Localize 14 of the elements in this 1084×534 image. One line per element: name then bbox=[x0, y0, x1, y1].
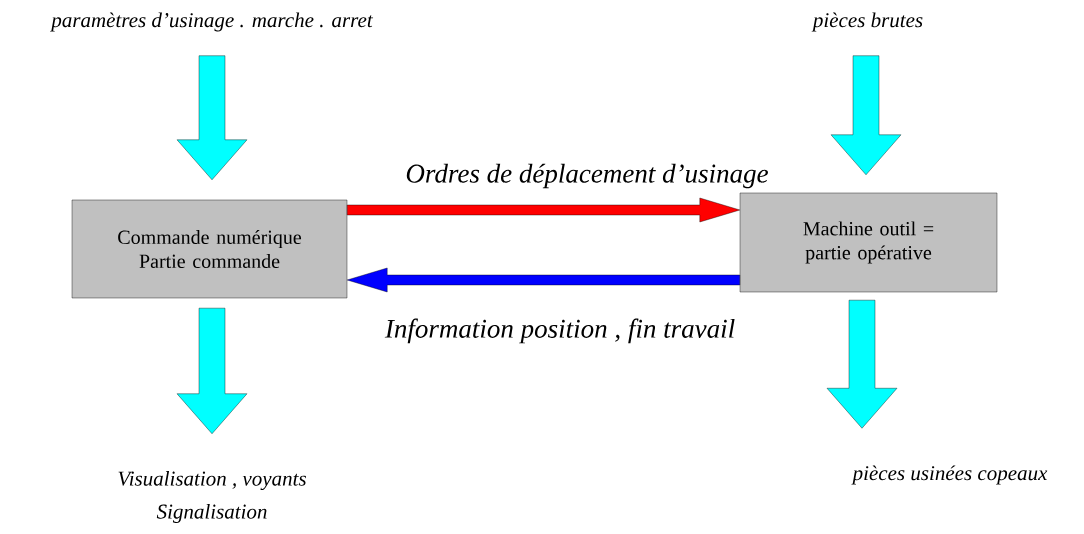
arrow bbox=[176, 308, 248, 434]
edge-label: Information position , fin travail bbox=[384, 318, 735, 344]
flow-label: paramètres d’usinage . marche . arret bbox=[50, 12, 374, 32]
arrow bbox=[347, 267, 740, 293]
flow-label: pièces brutes bbox=[811, 12, 923, 32]
arrow bbox=[176, 55, 248, 180]
arrow bbox=[830, 55, 902, 175]
process-box: Machine outil = partie opérative bbox=[739, 192, 998, 293]
flow-label: Visualisation , voyants Signalisation bbox=[118, 470, 306, 523]
arrow bbox=[826, 300, 898, 429]
edge-label: Ordres de déplacement d’usinage bbox=[406, 163, 768, 189]
arrow bbox=[347, 197, 740, 223]
flow-label: pièces usinées copeaux bbox=[851, 465, 1048, 485]
process-box: Commande numérique Partie commande bbox=[71, 199, 348, 299]
